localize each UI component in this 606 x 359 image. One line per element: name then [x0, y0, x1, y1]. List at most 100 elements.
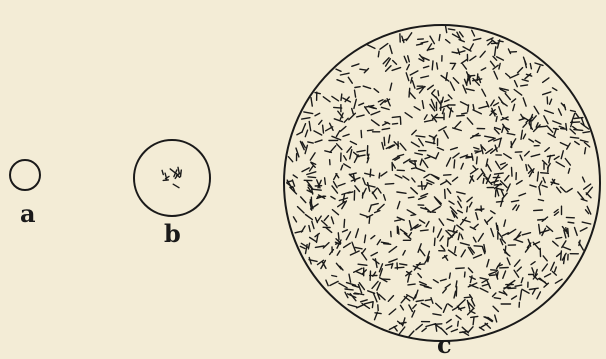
rod-mark [343, 195, 345, 203]
rod-mark [585, 148, 586, 154]
rod-mark [576, 113, 579, 118]
rod-mark [561, 151, 563, 159]
rod-mark [331, 217, 333, 224]
rod-mark [454, 160, 455, 168]
rod-mark [480, 51, 485, 57]
rod-mark [384, 244, 391, 245]
rod-mark [506, 74, 510, 77]
rod-mark [529, 139, 534, 142]
rod-mark [447, 219, 453, 221]
rod-mark [411, 78, 412, 83]
rod-mark [451, 148, 458, 150]
rod-mark [477, 173, 482, 179]
rod-mark [375, 259, 377, 268]
rod-mark [406, 73, 409, 81]
rod-mark [363, 86, 370, 88]
rod-mark [545, 110, 554, 113]
rod-mark [355, 186, 360, 192]
rod-mark [400, 323, 407, 324]
rod-mark [298, 207, 305, 213]
rod-mark [367, 45, 375, 49]
rod-mark [317, 216, 321, 222]
rod-mark [315, 246, 324, 247]
rod-mark [323, 125, 324, 133]
rod-mark [420, 249, 425, 256]
rod-mark [494, 71, 498, 79]
rod-mark [441, 279, 447, 281]
rod-mark [425, 300, 430, 301]
rod-mark [543, 178, 545, 183]
rod-mark [389, 247, 397, 253]
rod-mark [541, 173, 549, 174]
rod-mark [513, 205, 517, 210]
rod-mark [534, 210, 543, 211]
rod-mark [374, 89, 379, 93]
rod-mark [369, 205, 371, 211]
rod-mark [413, 305, 416, 309]
rod-mark [420, 220, 425, 223]
rod-mark [310, 153, 315, 160]
rod-mark [437, 63, 438, 69]
rod-mark [356, 229, 359, 238]
rod-mark [334, 119, 342, 122]
rod-mark [554, 156, 559, 159]
rod-mark [514, 90, 522, 96]
rod-mark [178, 167, 179, 174]
rod-mark [371, 236, 375, 239]
rod-mark [525, 151, 530, 156]
rod-mark [300, 246, 305, 248]
rod-mark [312, 221, 314, 228]
rod-mark [315, 140, 322, 142]
rod-mark [522, 289, 529, 293]
rod-mark [441, 101, 442, 110]
rod-mark [439, 35, 440, 41]
rod-mark [445, 100, 450, 102]
rod-mark [479, 77, 481, 83]
rod-mark [348, 305, 357, 307]
rod-mark [496, 161, 500, 168]
rod-mark [453, 153, 459, 158]
rod-mark [309, 121, 311, 130]
rod-mark [343, 134, 349, 136]
rod-mark [357, 150, 365, 152]
rod-mark [436, 303, 442, 308]
rod-mark [445, 284, 450, 288]
rod-mark [468, 268, 472, 273]
rod-mark [340, 73, 349, 75]
rod-mark [433, 314, 441, 315]
rod-mark [583, 177, 585, 182]
rod-mark [438, 91, 439, 96]
rod-mark [302, 124, 306, 133]
rod-mark [369, 217, 370, 223]
rod-mark [442, 97, 443, 102]
rod-mark [523, 134, 525, 139]
rod-mark [516, 205, 519, 210]
rod-mark [310, 237, 317, 241]
rod-mark [368, 183, 370, 192]
rod-mark [494, 103, 499, 106]
rod-mark [460, 243, 469, 245]
rod-mark [522, 233, 530, 235]
rod-mark [381, 172, 387, 176]
rod-mark [359, 103, 364, 105]
rod-mark [363, 178, 365, 184]
rod-mark [315, 93, 320, 94]
rod-mark [534, 106, 539, 114]
rod-mark [446, 40, 450, 43]
rod-mark [521, 278, 523, 283]
rod-mark [407, 210, 414, 214]
rod-mark [491, 270, 498, 271]
rods-group-b [162, 167, 181, 187]
rod-mark [521, 85, 528, 86]
rod-mark [476, 213, 478, 220]
rod-mark [470, 44, 474, 51]
rod-mark [311, 98, 312, 107]
rod-mark [173, 184, 179, 188]
rod-mark [479, 106, 488, 108]
rod-mark [390, 83, 392, 90]
rod-mark [380, 44, 388, 50]
rod-mark [575, 142, 580, 145]
rod-mark [424, 287, 431, 289]
rod-mark [499, 63, 500, 69]
